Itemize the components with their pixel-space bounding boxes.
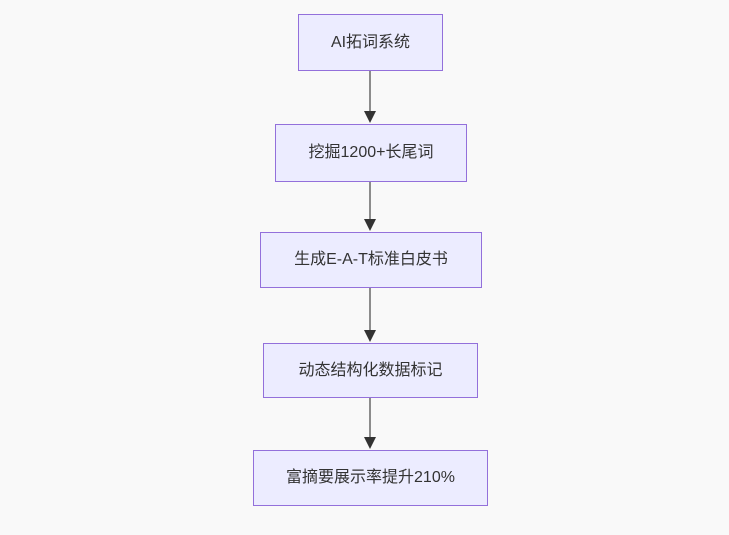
edge-line-n1-n2	[369, 71, 371, 111]
arrowhead-down-icon	[364, 111, 376, 123]
flow-node-ai-word-expansion-system: AI拓词系统	[298, 14, 443, 71]
flow-node-label: 动态结构化数据标记	[298, 361, 443, 379]
edge-line-n4-n5	[369, 398, 371, 437]
flow-node-label: 富摘要展示率提升210%	[286, 469, 455, 486]
edge-line-n3-n4	[369, 288, 371, 330]
flow-node-mine-longtail-keywords: 挖掘1200+长尾词	[275, 124, 467, 182]
flow-node-label: 挖掘1200+长尾词	[308, 144, 434, 161]
arrowhead-down-icon	[364, 330, 376, 342]
flow-node-label: 生成E-A-T标准白皮书	[294, 251, 448, 268]
flow-node-dynamic-structured-data-markup: 动态结构化数据标记	[263, 343, 478, 398]
flow-node-rich-snippet-rate-increase: 富摘要展示率提升210%	[253, 450, 488, 506]
edge-line-n2-n3	[369, 182, 371, 219]
arrowhead-down-icon	[364, 219, 376, 231]
flow-node-generate-eat-whitepaper: 生成E-A-T标准白皮书	[260, 232, 482, 288]
arrowhead-down-icon	[364, 437, 376, 449]
flow-node-label: AI拓词系统	[330, 33, 411, 51]
